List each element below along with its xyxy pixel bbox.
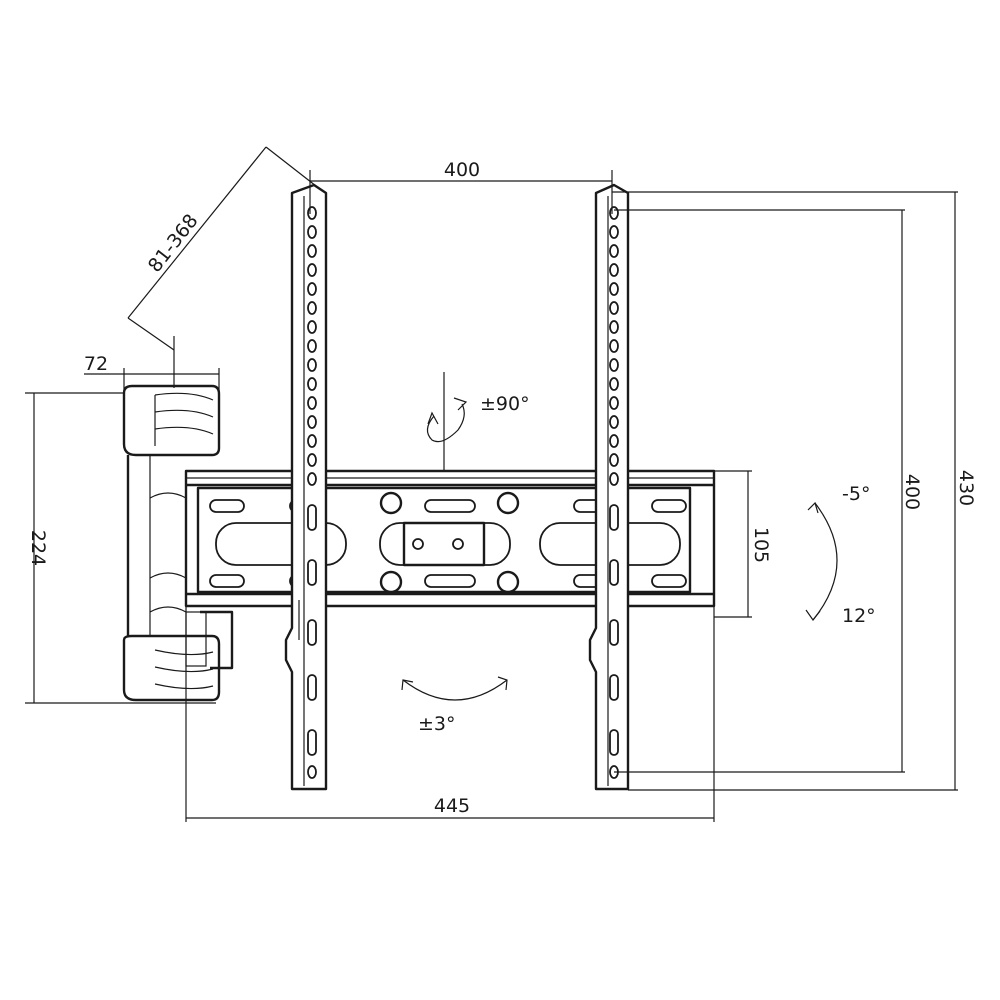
vesa-horizontal-label: 400 bbox=[444, 159, 480, 181]
bracket-hole bbox=[609, 377, 619, 391]
wall-plate-width-label: 72 bbox=[84, 353, 108, 375]
arm-extension-label: 81-368 bbox=[144, 210, 203, 277]
bracket-slot bbox=[609, 729, 619, 756]
bracket-hole bbox=[609, 263, 619, 277]
bracket-hole bbox=[609, 282, 619, 296]
bracket-hole bbox=[307, 453, 317, 467]
swivel-arrow-icon bbox=[426, 372, 468, 471]
bracket-hole bbox=[307, 434, 317, 448]
bracket-slot bbox=[609, 619, 619, 646]
bracket-slot bbox=[307, 674, 317, 701]
bracket-hole bbox=[609, 453, 619, 467]
total-height-label: 430 bbox=[955, 470, 977, 506]
bracket-hole bbox=[609, 301, 619, 315]
bracket-hole bbox=[307, 339, 317, 353]
bracket-hole bbox=[609, 206, 619, 220]
bracket-hole bbox=[307, 301, 317, 315]
bracket-hole bbox=[609, 320, 619, 334]
rotation-angle-label: ±3° bbox=[418, 713, 456, 735]
tilt-up-angle-label: -5° bbox=[842, 483, 870, 505]
bracket-hole bbox=[609, 415, 619, 429]
bracket-holes-right bbox=[609, 206, 619, 779]
bracket-slot bbox=[307, 559, 317, 586]
vesa-vertical-label: 400 bbox=[901, 474, 923, 510]
bracket-hole bbox=[307, 282, 317, 296]
bracket-hole bbox=[609, 472, 619, 486]
bracket-hole bbox=[307, 472, 317, 486]
vertical-bracket-right bbox=[588, 183, 630, 791]
bolts bbox=[379, 491, 520, 594]
total-width-label: 445 bbox=[434, 795, 470, 817]
bracket-slot bbox=[609, 674, 619, 701]
bracket-hole bbox=[609, 339, 619, 353]
bracket-slot bbox=[609, 559, 619, 586]
bracket-hole bbox=[307, 244, 317, 258]
bracket-hole bbox=[609, 396, 619, 410]
bracket-hole bbox=[609, 225, 619, 239]
swivel-angle-label: ±90° bbox=[480, 393, 530, 415]
bracket-hole bbox=[307, 263, 317, 277]
bracket-hole bbox=[307, 415, 317, 429]
bracket-hole bbox=[609, 244, 619, 258]
wall-plate bbox=[122, 384, 234, 702]
bracket-hole bbox=[609, 358, 619, 372]
tilt-down-angle-label: 12° bbox=[842, 605, 876, 627]
bracket-hole bbox=[609, 434, 619, 448]
vertical-bracket-left bbox=[284, 183, 328, 791]
tilt-arrow-icon bbox=[805, 501, 838, 622]
wall-plate-height-label: 224 bbox=[27, 530, 49, 566]
bracket-slot bbox=[307, 619, 317, 646]
bracket-slot bbox=[609, 504, 619, 531]
rail-height-label: 105 bbox=[750, 527, 772, 563]
bracket-holes-left bbox=[307, 206, 317, 779]
bracket-hole bbox=[307, 320, 317, 334]
bracket-hole bbox=[307, 396, 317, 410]
bracket-slot bbox=[307, 729, 317, 756]
bracket-hole bbox=[307, 377, 317, 391]
bracket-hole bbox=[307, 206, 317, 220]
rotation-arrow-icon bbox=[401, 676, 508, 701]
bracket-slot bbox=[307, 504, 317, 531]
rail-slots bbox=[209, 499, 687, 588]
dimension-lines bbox=[25, 146, 958, 822]
bracket-hole bbox=[307, 358, 317, 372]
bracket-hole bbox=[307, 765, 317, 779]
bracket-hole bbox=[307, 225, 317, 239]
